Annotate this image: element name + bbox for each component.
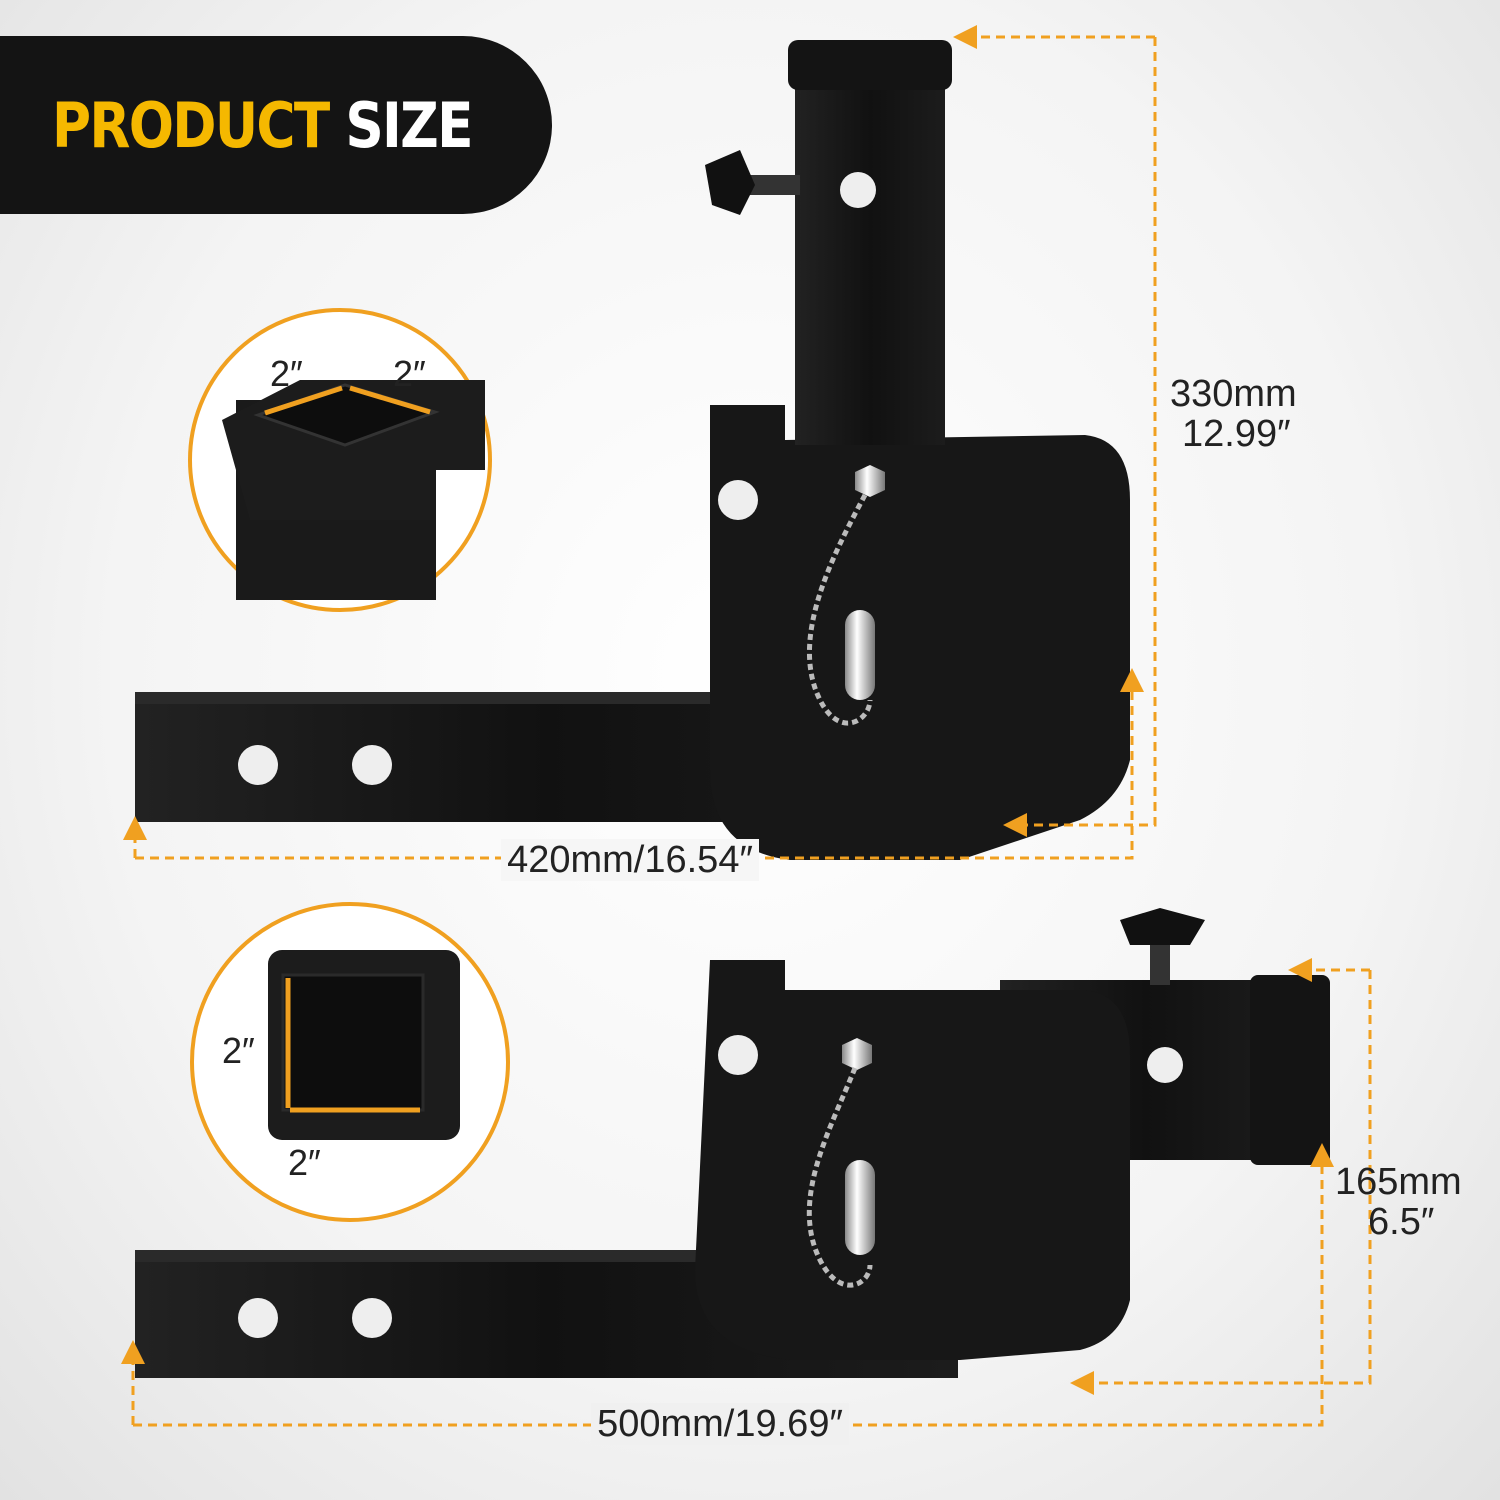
hitch-vertical-configuration <box>135 40 1130 860</box>
top-length-label: 420mm/16.54″ <box>430 839 830 881</box>
knob-icon <box>705 150 800 215</box>
bottom-length-label: 500mm/19.69″ <box>520 1403 920 1445</box>
knob-icon <box>1120 908 1205 985</box>
top-inset-width-label: 2″ <box>270 353 303 394</box>
bottom-height-mm-label: 165mm <box>1335 1161 1462 1203</box>
hitch-horizontal-configuration <box>135 908 1330 1378</box>
pin-chain-icon <box>806 1038 875 1288</box>
top-height-mm-label: 330mm <box>1170 373 1297 415</box>
bottom-inset-width-label: 2″ <box>288 1142 321 1183</box>
top-dimension-lines <box>123 25 1157 860</box>
tube-opening-inset-top <box>188 308 492 612</box>
tube-opening-inset-bottom <box>190 902 510 1222</box>
top-inset-depth-label: 2″ <box>393 353 426 394</box>
bottom-height-in-label: 6.5″ <box>1368 1201 1435 1243</box>
top-height-in-label: 12.99″ <box>1182 413 1291 455</box>
bottom-dimension-lines <box>121 958 1372 1427</box>
pin-chain-icon <box>806 465 885 726</box>
product-size-banner: PRODUCT SIZE <box>0 36 552 214</box>
bottom-inset-height-label: 2″ <box>222 1030 255 1071</box>
banner-title: PRODUCT SIZE <box>52 88 474 162</box>
